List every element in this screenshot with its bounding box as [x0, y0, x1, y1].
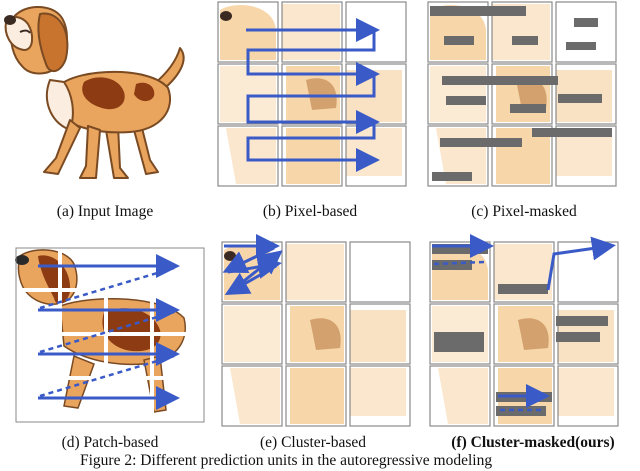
caption-b: (b) Pixel-based — [262, 203, 358, 220]
dog-illustration — [4, 5, 185, 179]
caption-c: (c) Pixel-masked — [471, 203, 577, 220]
caption-d: (d) Patch-based — [61, 434, 159, 451]
caption-e: (e) Cluster-based — [260, 434, 366, 451]
panel-cluster-based — [220, 234, 412, 427]
panel-patch-based — [14, 246, 206, 424]
caption-a: (a) Input Image — [56, 203, 154, 220]
grid-cluster-masked — [429, 234, 619, 427]
panel-input-image — [0, 0, 200, 200]
panel-pixel-based — [216, 0, 408, 187]
grid-patch-based — [14, 246, 206, 424]
grid-pixel-based — [217, 1, 407, 187]
panel-cluster-masked — [428, 234, 620, 427]
caption-f: (f) Cluster-masked(ours) — [451, 434, 615, 451]
grid-pixel-masked — [427, 1, 617, 187]
figure-caption: Figure 2: Different prediction units in … — [80, 452, 493, 469]
panel-pixel-masked — [426, 0, 618, 187]
grid-cluster-based — [221, 234, 411, 427]
